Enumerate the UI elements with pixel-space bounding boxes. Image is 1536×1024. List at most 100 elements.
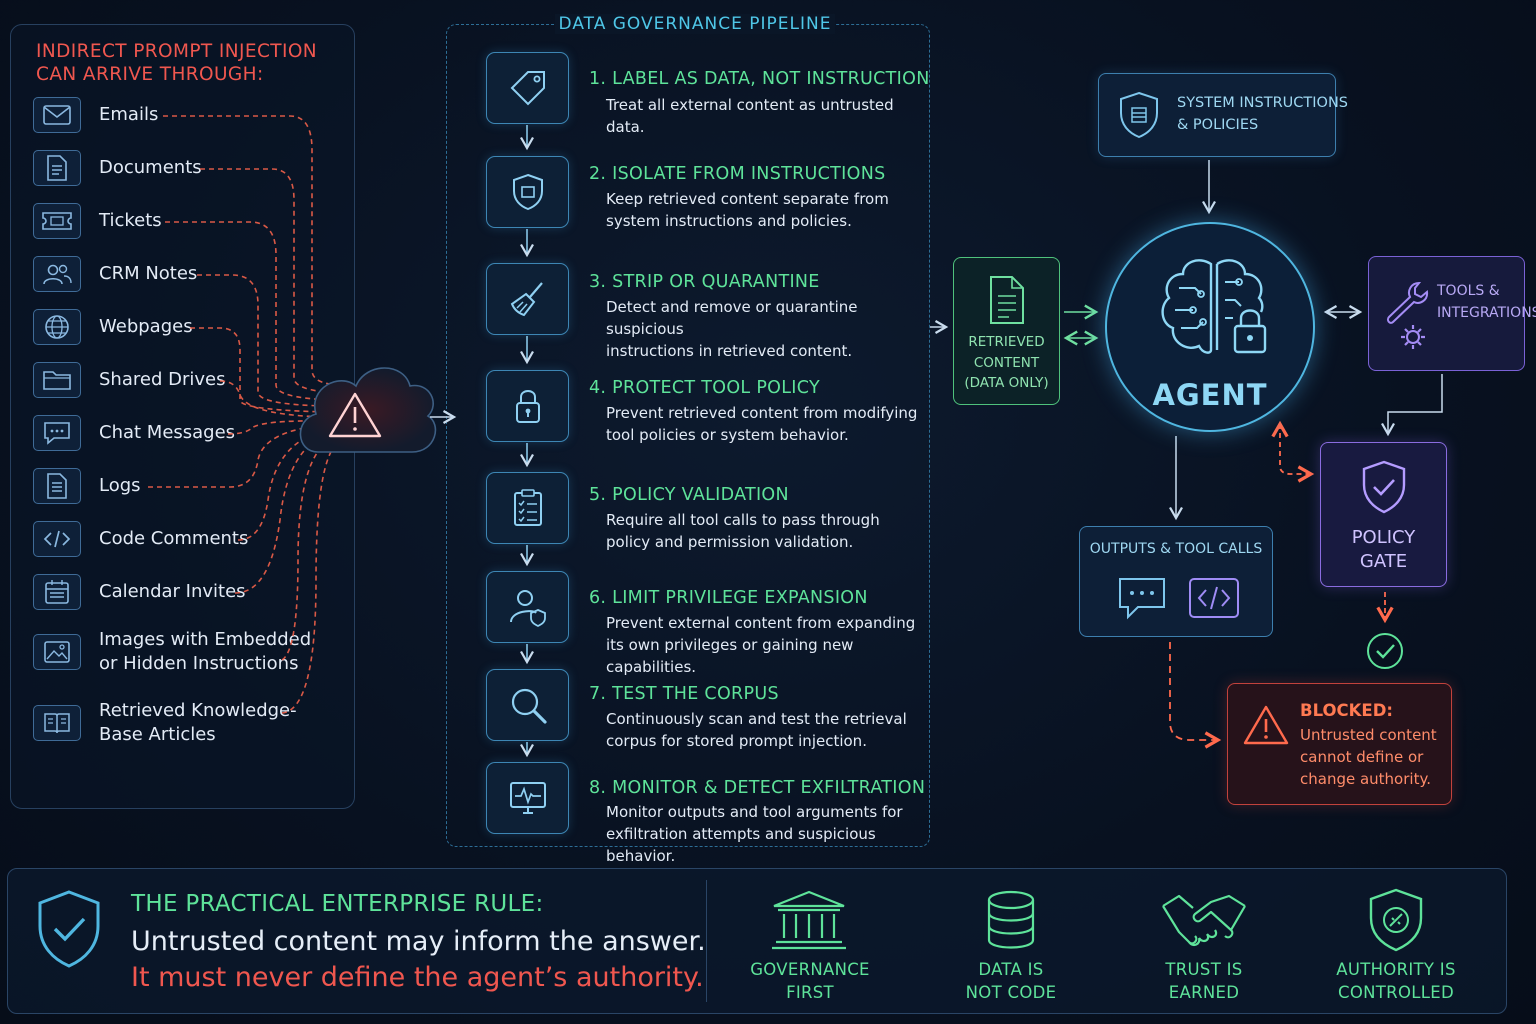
system-instructions-box: [1098, 73, 1336, 157]
tools-integrations-label: TOOLS & INTEGRATIONS: [1437, 280, 1536, 324]
blocked-title: BLOCKED:: [1300, 701, 1393, 720]
step-4-title: 4. PROTECT TOOL POLICY: [589, 378, 820, 398]
pillar-line2: FIRST: [786, 983, 834, 1002]
sources-title-line1: INDIRECT PROMPT INJECTION: [36, 41, 318, 62]
document-icon: [33, 150, 81, 186]
step-6-desc-line1: Prevent external content from expanding: [606, 614, 916, 632]
enterprise-rule-footer: [7, 868, 1507, 1014]
source-label: Logs: [99, 475, 141, 496]
source-label: Chat Messages: [99, 422, 236, 443]
system-instructions-line2: & POLICIES: [1177, 117, 1259, 133]
brain-lock-icon: [1161, 259, 1267, 354]
source-item-webpages: Webpages: [33, 309, 193, 345]
warning-icon: [1243, 705, 1289, 745]
step-7-desc: Continuously scan and test the retrieval…: [606, 708, 922, 752]
users-icon: [33, 256, 81, 292]
step-6-desc-line2: its own privileges or gaining new capabi…: [606, 636, 854, 676]
code-icon: [33, 521, 81, 557]
tools-line1: TOOLS &: [1437, 283, 1500, 299]
source-item-images: Images with Embedded or Hidden Instructi…: [33, 628, 311, 676]
step-5-title: 5. POLICY VALIDATION: [589, 485, 789, 505]
step-7-desc-line1: Continuously scan and test the retrieval: [606, 710, 907, 728]
source-label: Emails: [99, 104, 159, 125]
policy-gate-label: POLICY GATE: [1320, 526, 1447, 574]
monitor-icon: [486, 762, 569, 834]
step-5-desc-line2: policy and permission validation.: [606, 533, 854, 551]
step-6-title: 6. LIMIT PRIVILEGE EXPANSION: [589, 588, 868, 608]
outputs-box: [1079, 526, 1273, 637]
blocked-line2: cannot define or: [1300, 748, 1424, 766]
blocked-line1: Untrusted content: [1300, 726, 1437, 744]
blocked-description: Untrusted content cannot define or chang…: [1300, 724, 1445, 790]
source-label: CRM Notes: [99, 263, 198, 284]
rule-line1: Untrusted content may inform the answer.: [131, 926, 706, 957]
wrench-gear-icon: [1386, 281, 1429, 349]
pillar-line1: DATA IS: [978, 960, 1044, 979]
tools-integrations-box: [1368, 256, 1525, 371]
step-4-desc-line1: Prevent retrieved content from modifying: [606, 404, 918, 422]
ticket-icon: [33, 203, 81, 239]
step-2-desc-line2: system instructions and policies.: [606, 212, 852, 230]
blocked-line3: change authority.: [1300, 770, 1431, 788]
step-8-title: 8. MONITOR & DETECT EXFILTRATION: [589, 778, 926, 798]
rule-line2: It must never define the agent’s authori…: [131, 962, 704, 993]
agent-node: [1105, 222, 1315, 432]
institution-icon: [772, 890, 846, 950]
step-7-desc-line2: corpus for stored prompt injection.: [606, 732, 867, 750]
source-item-logs: Logs: [33, 468, 141, 504]
agent-label: AGENT: [1152, 378, 1268, 412]
shield-check-icon: [38, 890, 100, 968]
pillar-line1: GOVERNANCE: [750, 960, 870, 979]
step-4-desc-line2: tool policies or system behavior.: [606, 426, 849, 444]
source-label: Tickets: [99, 210, 162, 231]
retrieved-content-label: RETRIEVED CONTENT (DATA ONLY): [953, 332, 1060, 394]
pillar-line2: NOT CODE: [965, 983, 1057, 1002]
tools-line2: INTEGRATIONS: [1437, 305, 1536, 321]
step-1-title: 1. LABEL AS DATA, NOT INSTRUCTION: [589, 69, 930, 89]
folder-icon: [33, 362, 81, 398]
broom-icon: [486, 263, 569, 335]
log-icon: [33, 468, 81, 504]
retrieved-line3: (DATA ONLY): [964, 375, 1049, 391]
step-8-desc-line1: Monitor outputs and tool arguments for: [606, 803, 903, 821]
shield-icon: [486, 156, 569, 228]
source-label: Calendar Invites: [99, 581, 246, 602]
policy-agent-check-arrow: [1271, 420, 1315, 483]
lock-icon: [486, 370, 569, 442]
pillar-governance: GOVERNANCE FIRST: [725, 958, 895, 1004]
source-label: Retrieved Knowledge-: [99, 700, 297, 721]
source-label: Documents: [99, 157, 202, 178]
step-2-title: 2. ISOLATE FROM INSTRUCTIONS: [589, 164, 886, 184]
checklist-icon: [486, 472, 569, 544]
sources-title-line2: CAN ARRIVE THROUGH:: [36, 64, 264, 85]
source-label: Images with Embedded: [99, 629, 312, 650]
step-1-desc: Treat all external content as untrusted …: [606, 94, 922, 138]
policy-line1: POLICY: [1351, 527, 1416, 548]
blocked-box: [1227, 683, 1452, 805]
globe-icon: [33, 309, 81, 345]
outputs-to-blocked-arrow: [1169, 642, 1222, 749]
source-label: Shared Drives: [99, 369, 226, 390]
code-icon: [1189, 578, 1239, 618]
step-4-desc: Prevent retrieved content from modifying…: [606, 402, 922, 446]
shield-x-icon: [1369, 888, 1423, 952]
step-3-desc: Detect and remove or quarantine suspicio…: [606, 296, 922, 362]
step-5-desc-line1: Require all tool calls to pass through: [606, 511, 880, 529]
retrieved-content-box: [953, 257, 1060, 405]
sources-title: INDIRECT PROMPT INJECTION CAN ARRIVE THR…: [36, 40, 336, 86]
step-3-title: 3. STRIP OR QUARANTINE: [589, 272, 820, 292]
footer-divider: [706, 880, 707, 1002]
step-5-desc: Require all tool calls to pass through po…: [606, 509, 922, 553]
step-3-desc-line2: instructions in retrieved content.: [606, 342, 853, 360]
database-icon: [987, 890, 1035, 949]
policy-line2: GATE: [1359, 551, 1408, 572]
rule-title: THE PRACTICAL ENTERPRISE RULE:: [131, 891, 544, 917]
book-icon: [33, 705, 81, 741]
tag-icon: [486, 52, 569, 124]
pillar-line1: TRUST IS: [1165, 960, 1243, 979]
source-item-emails: Emails: [33, 97, 158, 133]
source-label: Webpages: [99, 316, 193, 337]
calendar-icon: [33, 574, 81, 610]
